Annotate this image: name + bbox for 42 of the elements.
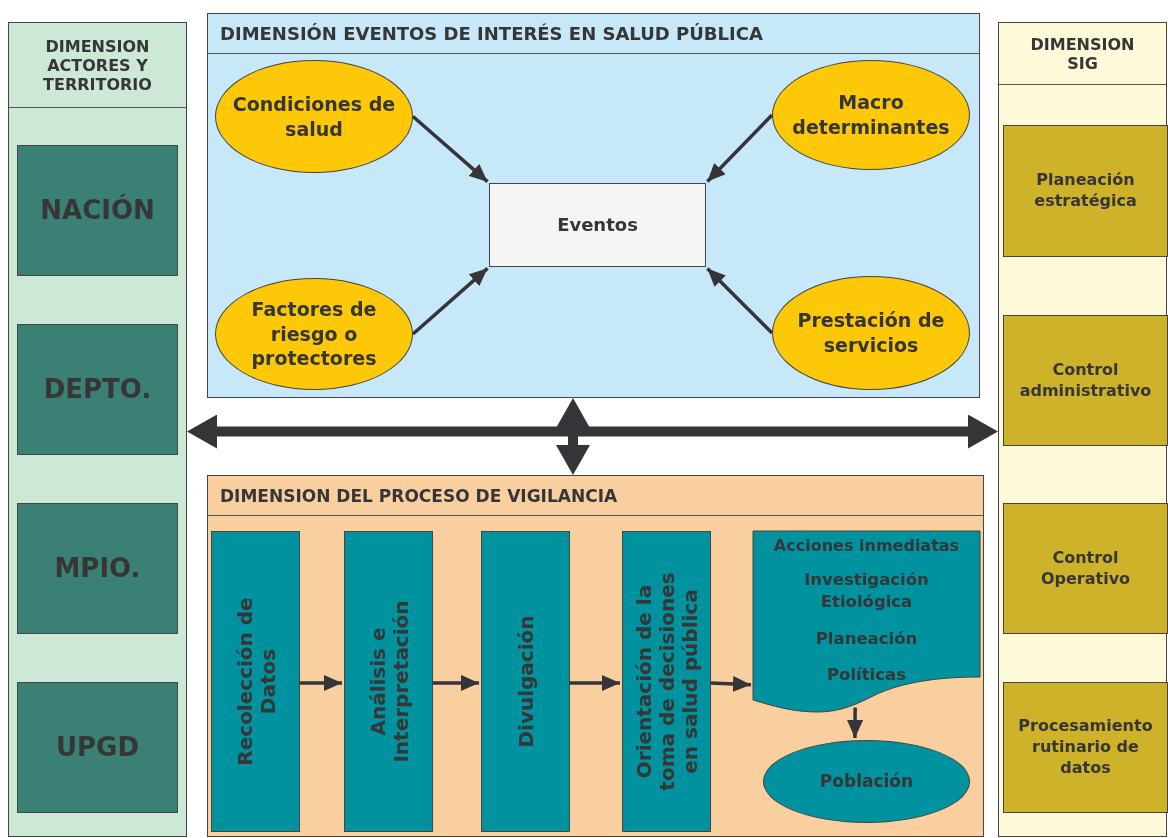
panel-heading: DIMENSION DEL PROCESO DE VIGILANCIA	[208, 476, 983, 516]
level-box: DEPTO.	[17, 324, 178, 455]
arrow	[706, 267, 774, 335]
arrow	[411, 115, 489, 183]
arrow	[710, 676, 752, 692]
document-item: Políticas	[826, 664, 907, 686]
panel	[207, 13, 980, 398]
process-box: Divulgación	[481, 531, 570, 832]
component-box: Planeación estratégica	[1003, 125, 1168, 257]
arrow	[706, 113, 774, 183]
arrow	[300, 675, 342, 691]
component-box: Procesamiento rutinario de datos	[1003, 682, 1168, 813]
document-item: Investigación Etiológica	[803, 569, 930, 613]
panel	[998, 22, 1167, 837]
double-arrow	[556, 398, 590, 475]
ellipse-node: Población	[763, 740, 970, 823]
panel-heading: DIMENSION SIG	[999, 23, 1166, 85]
panel	[8, 22, 187, 837]
panel-heading: DIMENSIÓN EVENTOS DE INTERÉS EN SALUD PÚBLICA	[208, 14, 979, 54]
component-box: Control administrativo	[1003, 315, 1168, 446]
level-box: UPGD	[17, 682, 178, 813]
ellipse-node: Macro determinantes	[772, 60, 970, 170]
ellipse-node: Factores de riesgo o protectores	[215, 278, 413, 390]
double-arrow	[187, 414, 998, 449]
arrow	[411, 267, 489, 336]
component-box: Control Operativo	[1003, 503, 1168, 634]
process-box: Análisis e Interpretación	[344, 531, 433, 832]
document-heading: Acciones inmediatas	[772, 535, 961, 557]
document-shape	[753, 531, 980, 712]
process-box: Orientación de la toma de decisiones en salud pública	[622, 531, 711, 832]
process-box: Eventos	[489, 183, 706, 267]
ellipse-node: Condiciones de salud	[215, 60, 413, 173]
panel-heading: DIMENSION ACTORES Y TERRITORIO	[9, 23, 186, 108]
ellipse-node: Prestación de servicios	[772, 276, 970, 390]
level-box: NACIÓN	[17, 145, 178, 276]
level-box: MPIO.	[17, 503, 178, 634]
process-box: Recolección de Datos	[211, 531, 300, 832]
arrow	[570, 675, 620, 691]
arrow	[433, 675, 479, 691]
panel	[207, 475, 984, 837]
document-item: Planeación	[814, 628, 919, 650]
arrow	[847, 707, 864, 738]
